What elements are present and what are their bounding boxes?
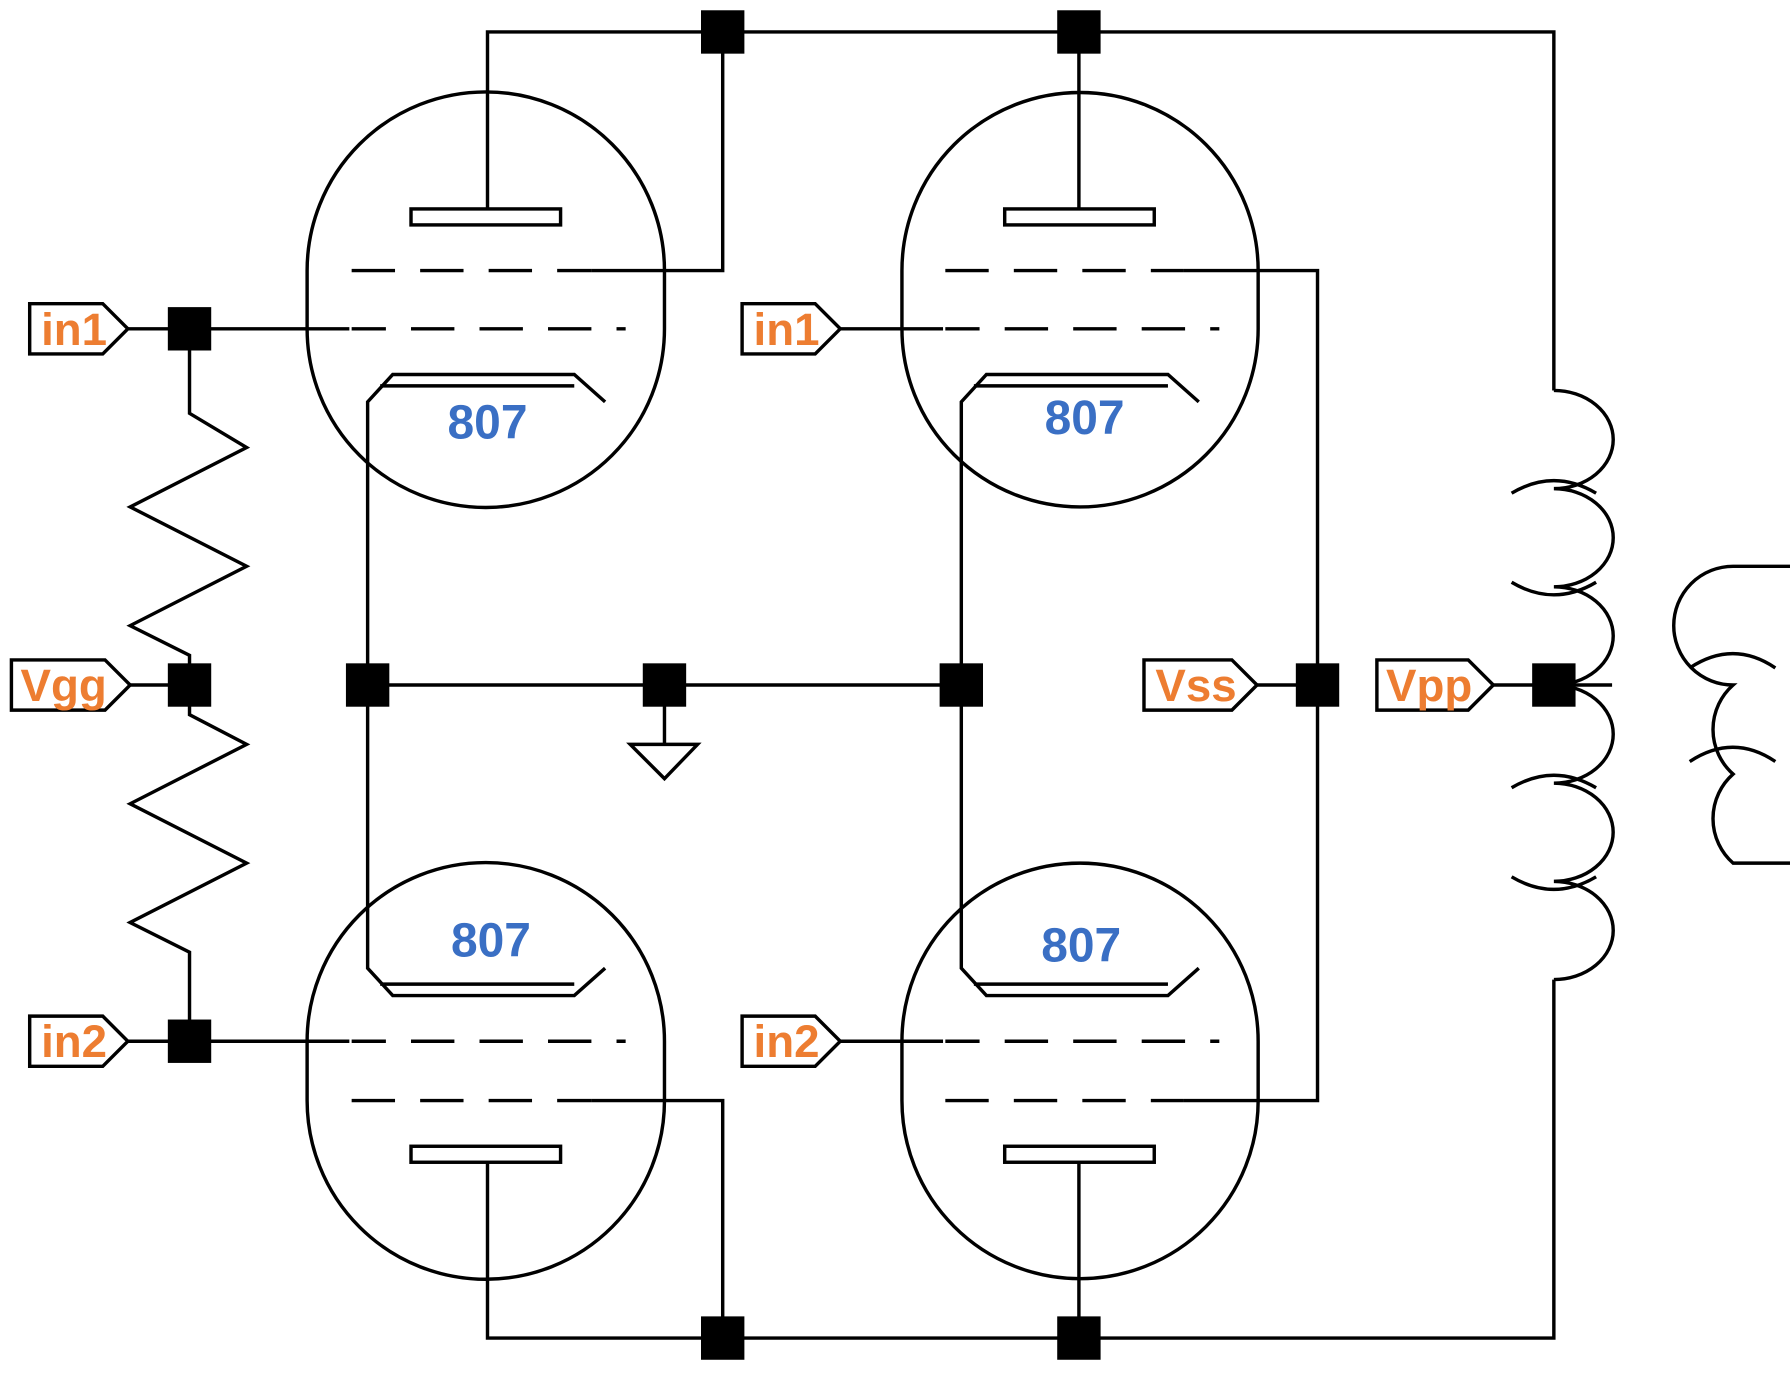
- primary-winding-back: [1510, 773, 1597, 892]
- wire-bottom-rail: [485, 979, 1556, 1340]
- junction-node: [1532, 663, 1576, 707]
- secondary-winding-back: [1688, 651, 1777, 763]
- port-flag: [740, 1014, 843, 1069]
- wire-top-left-screen: [591, 31, 725, 273]
- tube-plate: [409, 207, 563, 227]
- junction-node: [701, 1316, 745, 1360]
- resistor-lower: [126, 685, 251, 1042]
- tube-top-right: 807: [900, 90, 1260, 509]
- port-label: Vpp: [1386, 660, 1472, 711]
- port-vss: Vss: [1142, 658, 1260, 712]
- port-flag: [27, 301, 131, 356]
- primary-winding-back: [1510, 478, 1597, 597]
- junction-node: [1057, 1316, 1101, 1360]
- port-flag: [1142, 658, 1260, 712]
- junction-node: [167, 1019, 212, 1063]
- tube-label: 807: [1045, 392, 1125, 445]
- port-label: in2: [41, 1016, 107, 1067]
- tube-bottom-right: 807: [900, 861, 1260, 1281]
- port-flag: [740, 301, 843, 356]
- wire-cathode-left: [365, 372, 607, 686]
- resistor-upper: [126, 328, 251, 686]
- port-vgg: Vgg: [9, 658, 133, 712]
- junction-node: [345, 663, 390, 707]
- junction-node: [1057, 10, 1101, 54]
- tube-envelope: [900, 90, 1260, 509]
- port-label: Vss: [1155, 660, 1236, 711]
- port-in1-left: in1: [27, 301, 131, 356]
- port-flag: [1375, 658, 1496, 712]
- port-in1-right: in1: [740, 301, 843, 356]
- port-in2-left: in2: [27, 1014, 131, 1069]
- junction-node: [939, 663, 984, 707]
- wire-cathode-right: [959, 372, 1200, 686]
- tube-label: 807: [451, 915, 531, 968]
- tube-plate: [1002, 207, 1156, 227]
- junction-node: [167, 307, 212, 351]
- port-in2-right: in2: [740, 1014, 843, 1069]
- junction-node: [167, 663, 212, 707]
- tube-label: 807: [448, 396, 528, 449]
- port-label: in2: [754, 1016, 820, 1067]
- tube-envelope: [900, 861, 1260, 1281]
- tube-plate: [409, 1144, 563, 1164]
- port-label: in1: [754, 304, 820, 355]
- port-vpp: Vpp: [1375, 658, 1496, 712]
- ground-symbol: [626, 742, 702, 782]
- junction-node: [1295, 663, 1340, 707]
- secondary-winding: [1672, 564, 1790, 865]
- tube-label: 807: [1041, 919, 1121, 972]
- port-label: in1: [41, 304, 107, 355]
- wire-bottom-left-screen: [591, 1098, 725, 1339]
- tube-envelope: [305, 860, 667, 1281]
- junction-node: [701, 10, 745, 54]
- junction-nodes: [167, 10, 1576, 1360]
- tube-plate: [1002, 1144, 1156, 1164]
- wire-top-rail: [485, 30, 1556, 391]
- port-label: Vgg: [21, 660, 107, 711]
- wire-cathode-right-low: [959, 685, 1200, 998]
- port-flag: [27, 1014, 131, 1069]
- wire-cathode-left-low: [365, 685, 607, 998]
- tube-top-left: 807: [305, 90, 667, 510]
- port-flag: [9, 658, 133, 712]
- junction-node: [642, 663, 687, 707]
- tube-envelope: [305, 90, 667, 510]
- tube-bottom-left: 807: [305, 860, 667, 1281]
